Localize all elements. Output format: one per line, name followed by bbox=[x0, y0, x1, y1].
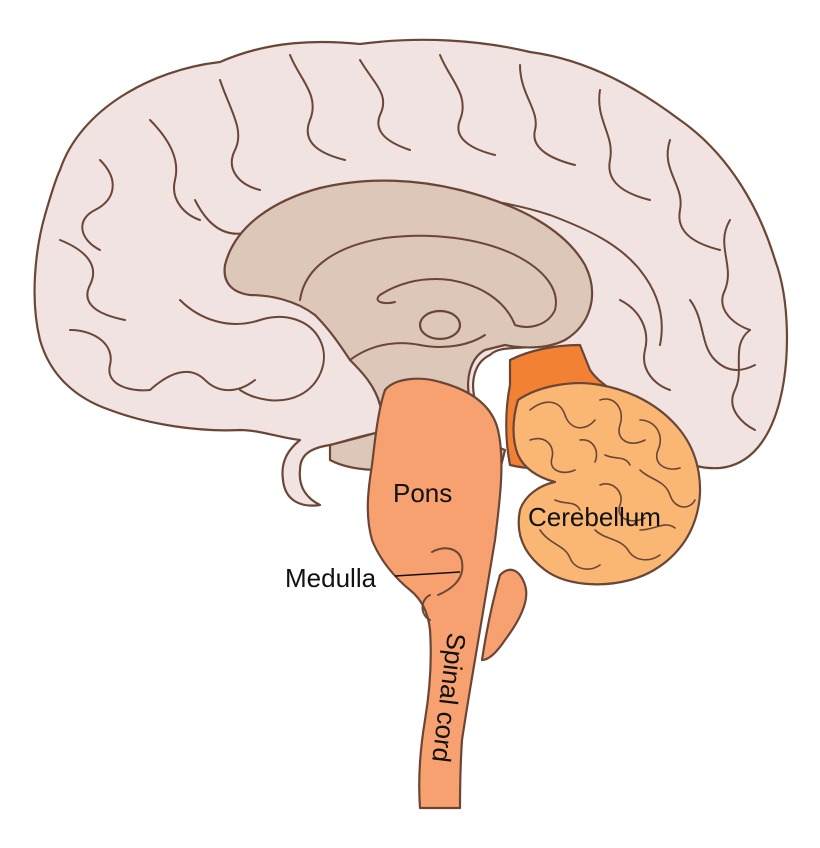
thalamus-oval bbox=[418, 309, 462, 341]
label-medulla: Medulla bbox=[285, 563, 377, 593]
label-pons: Pons bbox=[393, 478, 452, 508]
medulla-leader-line bbox=[394, 571, 461, 577]
corpus-callosum-inner bbox=[299, 234, 557, 328]
brainstem bbox=[366, 377, 503, 810]
fornix-line bbox=[349, 334, 486, 361]
label-cerebellum: Cerebellum bbox=[528, 502, 661, 532]
cerebellum-folia bbox=[529, 398, 696, 570]
pons-bulge-line bbox=[431, 547, 464, 596]
brainstem-rear bbox=[480, 568, 528, 662]
medulla-bulge-line bbox=[421, 594, 431, 621]
